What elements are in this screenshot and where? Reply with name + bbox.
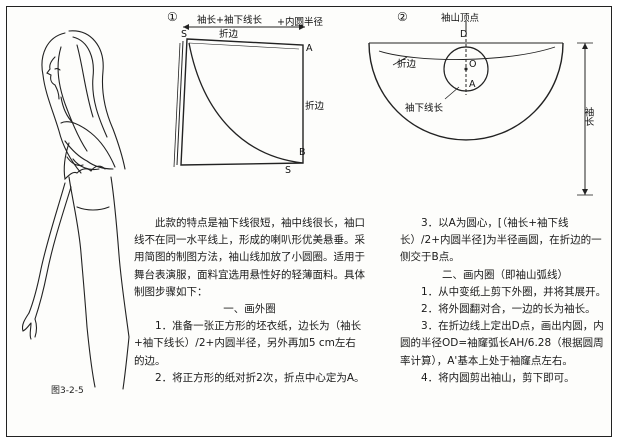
diagram-1-fold-top: 折边 — [219, 28, 239, 40]
diagram-1-plus-label: +内圆半径 — [277, 16, 323, 28]
fashion-figure-illustration — [21, 30, 130, 390]
diagram-1-square — [180, 38, 304, 166]
diagram-2-fold: 折边 — [397, 58, 417, 70]
diagram-2: ② 袖山顶点 D O A 折边 袖下线长 — [368, 10, 595, 196]
inner-step-3: 3．在折边线上定出D点，画出内圆，内圆的半径OD=袖窿弧长AH/6.28（根据圆… — [400, 320, 604, 367]
diagram-2-side-label-1: 袖长 — [583, 106, 595, 127]
diagram-1-fold-side: 折边 — [305, 100, 325, 112]
diagram-2-point-o: O — [469, 59, 476, 70]
left-text-column: 此款的特点是袖下线很短，袖中线很长，袖口线不在同一水平线上，形成的喇叭形优美悬垂… — [134, 215, 365, 387]
paragraph-intro: 此款的特点是袖下线很短，袖中线很长，袖口线不在同一水平线上，形成的喇叭形优美悬垂… — [134, 217, 365, 298]
figure-caption: 图3-2-5 — [51, 386, 84, 396]
diagram-2-number: ② — [397, 10, 408, 24]
diagram-1-point-a: A — [306, 43, 313, 54]
right-text-column: 3．以A为圆心，[（袖长+袖下线长）/2+内圆半径]为半径画圆，在折边的一侧交于… — [400, 215, 610, 387]
diagram-1-point-s-bottom: S — [285, 165, 291, 176]
illustration-and-diagrams: ① 袖长+袖下线长 +内圆半径 S 折边 A 折边 B S ② 袖 — [21, 10, 595, 390]
diagram-2-top-label: 袖山顶点 — [441, 12, 480, 24]
diagram-1-arc — [188, 42, 304, 164]
inner-step-4: 4．将内圆剪出袖山，剪下即可。 — [421, 371, 575, 384]
diagram-2-underarm: 袖下线长 — [405, 102, 444, 114]
inner-step-1: 1．从中变纸上剪下外圈，并将其展开。 — [421, 285, 607, 298]
diagram-1-top-label: 袖长+袖下线长 — [197, 14, 262, 26]
diagram-1: ① 袖长+袖下线长 +内圆半径 S 折边 A 折边 B S — [167, 10, 325, 176]
document-page: ① 袖长+袖下线长 +内圆半径 S 折边 A 折边 B S ② 袖 — [6, 6, 612, 437]
diagram-1-point-s-top: S — [181, 29, 187, 40]
diagram-1-number: ① — [167, 10, 178, 24]
heading-outer-circle: 一、画外圈 — [223, 303, 276, 316]
heading-inner-circle: 二、画内圈（即袖山弧线） — [442, 268, 568, 281]
diagram-2-point-d: D — [460, 29, 467, 40]
diagram-2-point-a: A — [469, 79, 476, 90]
diagram-2-outer-arc — [368, 42, 564, 141]
step-3: 3．以A为圆心，[（袖长+袖下线长）/2+内圆半径]为半径画圆，在折边的一侧交于… — [400, 217, 602, 264]
diagram-1-point-b: B — [299, 147, 306, 158]
step-2: 2．将正方形的纸对折2次，折点中心定为A。 — [155, 371, 365, 384]
inner-step-2: 2．将外圆翻对合，一边的长为袖长。 — [421, 303, 596, 316]
step-1: 1．准备一张正方形的坯衣纸，边长为（袖长+袖下线长）/2+内圆半径，另外再加5 … — [134, 320, 362, 367]
